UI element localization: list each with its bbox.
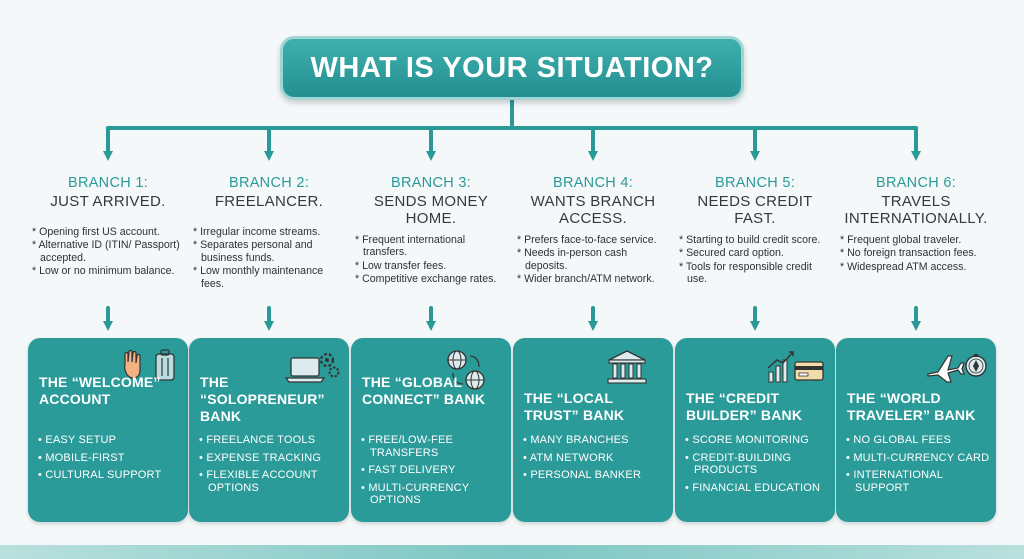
bank-card-solopreneur: THE “SOLOPRENEUR” BANK • FREELANCE TOOLS… (189, 338, 349, 522)
feature-item: • NO GLOBAL FEES (846, 434, 952, 446)
feature-list: • FREELANCE TOOLS • EXPENSE TRACKING • F… (199, 434, 345, 499)
feature-item: • FLEXIBLE ACCOUNT OPTIONS (199, 469, 318, 494)
criteria-list: * Starting to build credit score. * Secu… (679, 234, 829, 287)
criteria-item: * Wider branch/ATM network. (517, 273, 655, 286)
branch-label: BRANCH 5: (714, 175, 796, 191)
feature-item: • FAST DELIVERY (361, 464, 456, 476)
feature-item: • SCORE MONITORING (685, 434, 809, 446)
branch-name: NEEDS CREDIT FAST. (697, 193, 813, 227)
feature-item: • MANY BRANCHES (523, 434, 629, 446)
laptop-gears-icon (284, 352, 340, 383)
criteria-list: * Frequent global traveler. * No foreign… (840, 234, 990, 274)
feature-item: • EASY SETUP (38, 434, 117, 446)
criteria-item: * Secured card option. (679, 247, 784, 260)
bank-card-global-connect: THE “GLOBAL CONNECT” BANK • FREE/LOW-FEE… (351, 338, 511, 522)
criteria-item: * Starting to build credit score. (679, 234, 821, 246)
bank-card-local-trust: THE “LOCAL TRUST” BANK • MANY BRANCHES •… (513, 338, 673, 522)
criteria-item: * Prefers face-to-face service. (517, 234, 657, 246)
criteria-item: * Frequent international transfers. (355, 234, 466, 259)
criteria-item: * Competitive exchange rates. (355, 273, 497, 286)
feature-item: • FINANCIAL EDUCATION (685, 481, 821, 494)
luggage-icon (155, 349, 175, 381)
criteria-item: * Frequent global traveler. (840, 234, 962, 246)
branch-name: SENDS MONEY HOME. (373, 193, 489, 227)
branch-label: BRANCH 1: (67, 175, 149, 191)
branch-label: BRANCH 2: (228, 175, 310, 191)
feature-item: • MULTI-CURRENCY OPTIONS (361, 481, 470, 507)
bank-card-credit-builder: THE “CREDIT BUILDER” BANK • SCORE MONITO… (675, 338, 835, 522)
bank-card-title: THE “SOLOPRENEUR” BANK (200, 374, 325, 424)
feature-item: • EXPENSE TRACKING (199, 451, 322, 464)
bank-card-world-traveler: THE “WORLD TRAVELER” BANK • NO GLOBAL FE… (836, 338, 996, 522)
feature-item: • ATM NETWORK (523, 451, 614, 464)
feature-item: • MOBILE-FIRST (38, 451, 125, 464)
bank-card-title: THE “CREDIT BUILDER” BANK (686, 390, 803, 423)
bank-building-icon (607, 350, 647, 384)
criteria-list: * Irregular income streams. * Separates … (193, 226, 343, 291)
compass-icon (965, 354, 987, 377)
branch-label: BRANCH 3: (390, 175, 472, 191)
criteria-list: * Opening first US account. * Alternativ… (32, 226, 182, 279)
criteria-item: * Low monthly maintenance fees. (193, 265, 324, 290)
feature-list: • EASY SETUP • MOBILE-FIRST • CULTURAL S… (38, 434, 184, 487)
waving-hand-icon (124, 349, 141, 379)
feature-item: • FREE/LOW-FEE TRANSFERS (361, 434, 454, 459)
criteria-item: * Needs in-person cash deposits. (517, 247, 628, 272)
criteria-item: * Tools for responsible credit use. (679, 260, 812, 286)
criteria-item: * Low transfer fees. (355, 259, 447, 272)
feature-item: • CULTURAL SUPPORT (38, 469, 162, 481)
criteria-item: * Separates personal and business funds. (193, 239, 313, 264)
globe-exchange-icon (447, 350, 485, 390)
feature-item: • CREDIT-BUILDING PRODUCTS (685, 451, 792, 477)
feature-list: • SCORE MONITORING • CREDIT-BUILDING PRO… (685, 434, 831, 499)
footer-bar (0, 545, 1024, 559)
card-icons (116, 348, 180, 384)
branch-name: JUST ARRIVED. (50, 193, 166, 210)
branch-label: BRANCH 6: (875, 175, 957, 191)
feature-list: • FREE/LOW-FEE TRANSFERS • FAST DELIVERY… (361, 434, 507, 512)
feature-item: • MULTI-CURRENCY CARD (846, 451, 990, 464)
branch-name: FREELANCER. (214, 193, 324, 210)
feature-list: • MANY BRANCHES • ATM NETWORK • PERSONAL… (523, 434, 669, 487)
criteria-list: * Frequent international transfers. * Lo… (355, 234, 505, 287)
airplane-icon (927, 355, 965, 383)
page-title: WHAT IS YOUR SITUATION? (280, 36, 744, 100)
bank-card-welcome: THE “WELCOME” ACCOUNT • EASY SETUP • MOB… (28, 338, 188, 522)
bank-card-title: THE “LOCAL TRUST” BANK (524, 390, 625, 423)
branch-label: BRANCH 4: (552, 175, 634, 191)
criteria-item: * Low or no minimum balance. (32, 265, 175, 278)
bank-card-title: THE “WELCOME” ACCOUNT (39, 374, 161, 407)
card-icons (924, 348, 988, 384)
bank-card-title: THE “GLOBAL CONNECT” BANK (362, 374, 486, 407)
criteria-item: * Irregular income streams. (193, 226, 321, 238)
branch-name: TRAVELS INTERNATIONALLY. (844, 193, 988, 227)
criteria-list: * Prefers face-to-face service. * Needs … (517, 234, 667, 287)
card-icons (443, 348, 507, 390)
feature-item: • FREELANCE TOOLS (199, 434, 316, 446)
feature-item: • PERSONAL BANKER (523, 469, 642, 481)
criteria-item: * Opening first US account. (32, 226, 160, 238)
card-icons (763, 348, 827, 384)
criteria-item: * Widespread ATM access. (840, 260, 967, 273)
feature-item: • INTERNATIONAL SUPPORT (846, 469, 943, 494)
card-icons (605, 348, 669, 384)
criteria-item: * No foreign transaction fees. (840, 247, 977, 260)
criteria-item: * Alternative ID (ITIN/ Passport) accept… (32, 239, 180, 264)
chart-card-icon (767, 351, 824, 383)
bank-card-title: THE “WORLD TRAVELER” BANK (847, 390, 976, 423)
card-icons (277, 348, 341, 384)
feature-list: • NO GLOBAL FEES • MULTI-CURRENCY CARD •… (846, 434, 992, 499)
branch-name: WANTS BRANCH ACCESS. (530, 193, 656, 227)
